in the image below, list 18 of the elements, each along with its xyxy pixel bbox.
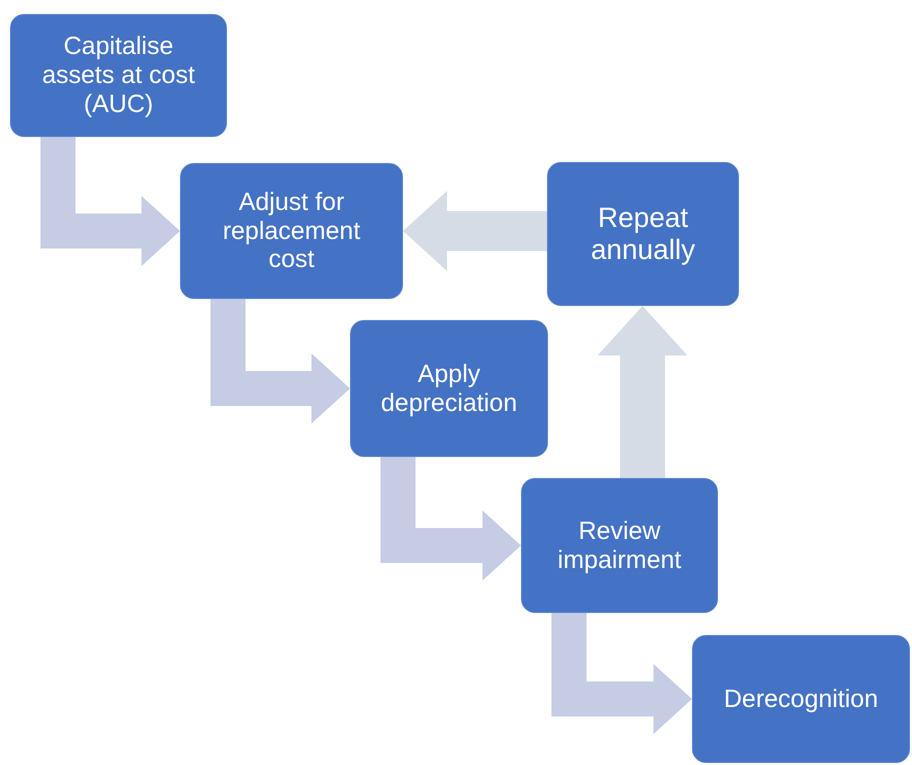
step-label: Derecognition [724,684,878,714]
step-label: Apply depreciation [380,360,518,418]
process-box [180,163,403,299]
bent-arrow [210,299,350,424]
bent-arrow [380,457,521,580]
process-box [547,162,739,306]
process-box [692,635,910,763]
process-box [10,14,227,137]
bent-arrow [598,306,688,478]
bent-arrow [552,613,692,734]
step-label: Adjust for replacement cost [222,188,362,274]
process-box [350,320,548,457]
step-label: Capitalise assets at cost (AUC) [41,32,196,119]
bent-arrow [40,137,180,266]
step-label: Review impairment [556,516,682,574]
step-label: Repeat annually [590,202,696,266]
bent-arrow [403,191,547,271]
process-box [521,478,718,613]
